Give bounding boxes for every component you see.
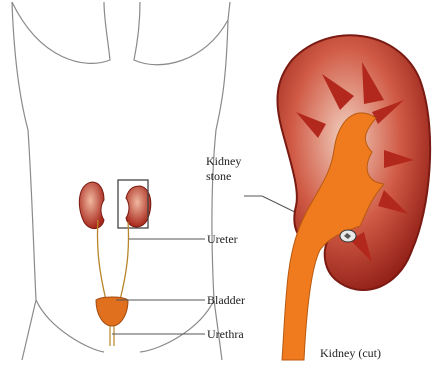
- label-urethra: Urethra: [207, 327, 244, 341]
- bladder-shape: [96, 297, 128, 346]
- label-kidney-stone-line2: stone: [206, 169, 231, 183]
- label-kidney-cut: Kidney (cut): [320, 346, 381, 360]
- label-ureter: Ureter: [207, 232, 238, 246]
- small-kidney-left: [79, 182, 104, 229]
- kidney-cut-illustration: [277, 35, 430, 360]
- small-kidney-right: [126, 186, 151, 227]
- label-kidney-stone-line1: Kidney: [206, 154, 241, 168]
- ureters: [97, 220, 128, 300]
- label-bladder: Bladder: [207, 293, 245, 307]
